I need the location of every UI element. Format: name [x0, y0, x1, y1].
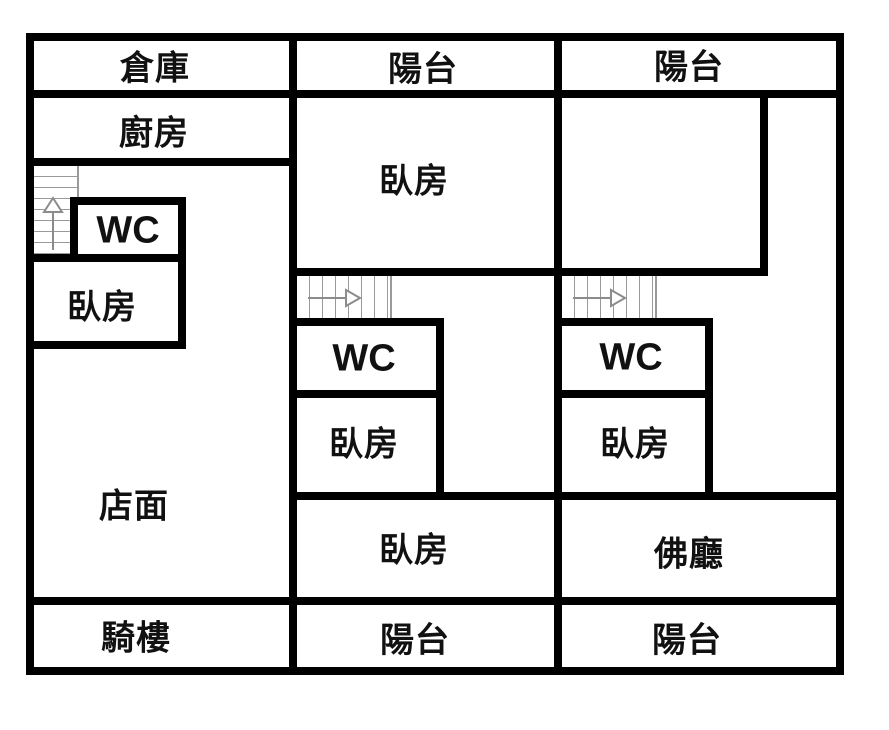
room-label-kitchen: 廚房	[119, 114, 189, 153]
room-label-bedroom-right-box: 臥房	[600, 425, 670, 464]
room-label-balcony-bottom-right: 陽台	[652, 621, 722, 660]
wall-wc-middle-top	[289, 318, 444, 326]
room-label-storefront: 店面	[99, 487, 169, 526]
stairs-right-arrow-icon	[573, 288, 627, 308]
room-label-bedroom-middle-top: 臥房	[379, 162, 449, 201]
wall-wc-left-side	[70, 197, 78, 262]
room-label-arcade: 騎樓	[101, 619, 171, 658]
room-label-buddha-hall: 佛廳	[654, 535, 724, 574]
room-label-wc-left: WC	[96, 209, 160, 252]
wall-right-box-right	[705, 318, 713, 500]
wall-above-bottom-row	[26, 597, 844, 605]
room-label-bedroom-middle-box: 臥房	[329, 425, 399, 464]
wall-outer-top	[26, 33, 844, 41]
wall-bedroom-left-top	[26, 254, 186, 262]
wall-kitchen-bottom	[26, 158, 297, 166]
stairs-right-arrow-icon	[308, 288, 362, 308]
room-label-wc-right: WC	[599, 336, 663, 379]
wall-column-divider-1	[289, 33, 297, 675]
room-label-balcony-bottom-middle: 陽台	[380, 621, 450, 660]
room-label-bedroom-middle-bottom: 臥房	[379, 531, 449, 570]
room-label-wc-middle: WC	[332, 337, 396, 380]
wall-wc-right-top	[554, 318, 713, 326]
wall-column-divider-2	[554, 33, 562, 675]
wall-boxes-bottom	[289, 492, 844, 500]
wall-wc-left-top	[70, 197, 186, 205]
room-label-balcony-top-right: 陽台	[654, 48, 724, 87]
stairs-up-arrow-icon	[42, 196, 64, 250]
room-label-bedroom-left: 臥房	[67, 288, 137, 327]
wall-outer-right	[836, 33, 844, 675]
wall-outer-bottom	[26, 667, 844, 675]
wall-room-top-right-side	[760, 90, 768, 276]
wall-left-box-right	[178, 197, 186, 349]
wall-wc-right-divider	[554, 390, 713, 398]
wall-wc-middle-divider	[289, 390, 444, 398]
wall-bedroom-left-bottom	[26, 341, 186, 349]
wall-below-top-row	[26, 90, 844, 98]
room-label-storage: 倉庫	[120, 49, 190, 88]
wc-left-floor	[74, 201, 182, 258]
room-label-balcony-top-middle: 陽台	[388, 50, 458, 89]
wall-upper-bedrooms-bottom	[289, 268, 768, 276]
wall-outer-left	[26, 33, 34, 675]
wall-middle-box-right	[436, 318, 444, 500]
